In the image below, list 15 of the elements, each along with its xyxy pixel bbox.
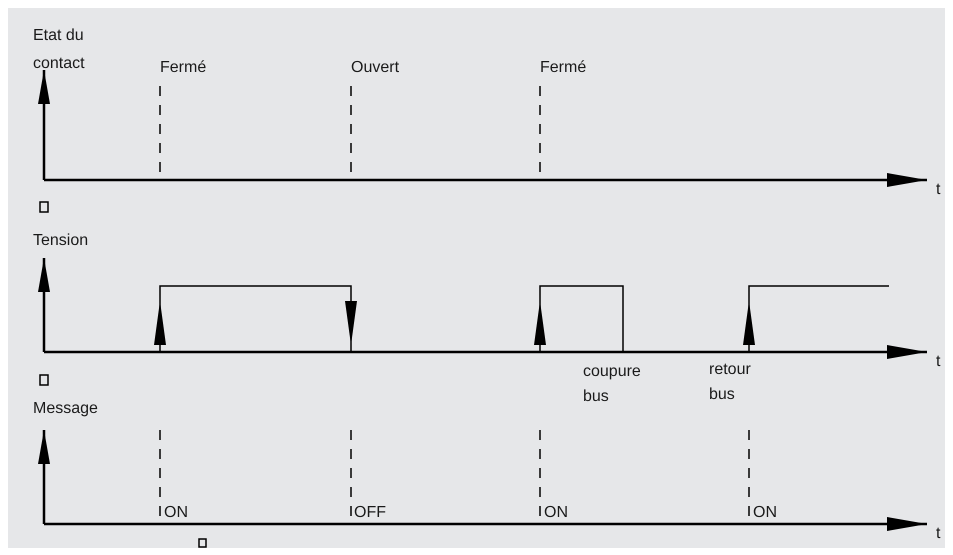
event-label: Fermé: [160, 58, 206, 78]
event-label: Ouvert: [351, 58, 400, 78]
event-label: ON: [753, 503, 777, 523]
event-label: retour bus: [709, 360, 752, 405]
event-label: ON: [164, 503, 188, 523]
axis-label: t: [936, 180, 940, 200]
axis-label: Etat du contact: [33, 26, 86, 74]
event-label: OFF: [354, 503, 386, 523]
event-label: coupure bus: [583, 362, 642, 407]
event-label: ON: [544, 503, 568, 523]
axis-label: t: [936, 524, 940, 544]
axis-label: t: [936, 352, 940, 372]
axis-label: Message: [33, 399, 98, 419]
event-label: Fermé: [540, 58, 586, 78]
axis-label: Tension: [33, 231, 88, 251]
